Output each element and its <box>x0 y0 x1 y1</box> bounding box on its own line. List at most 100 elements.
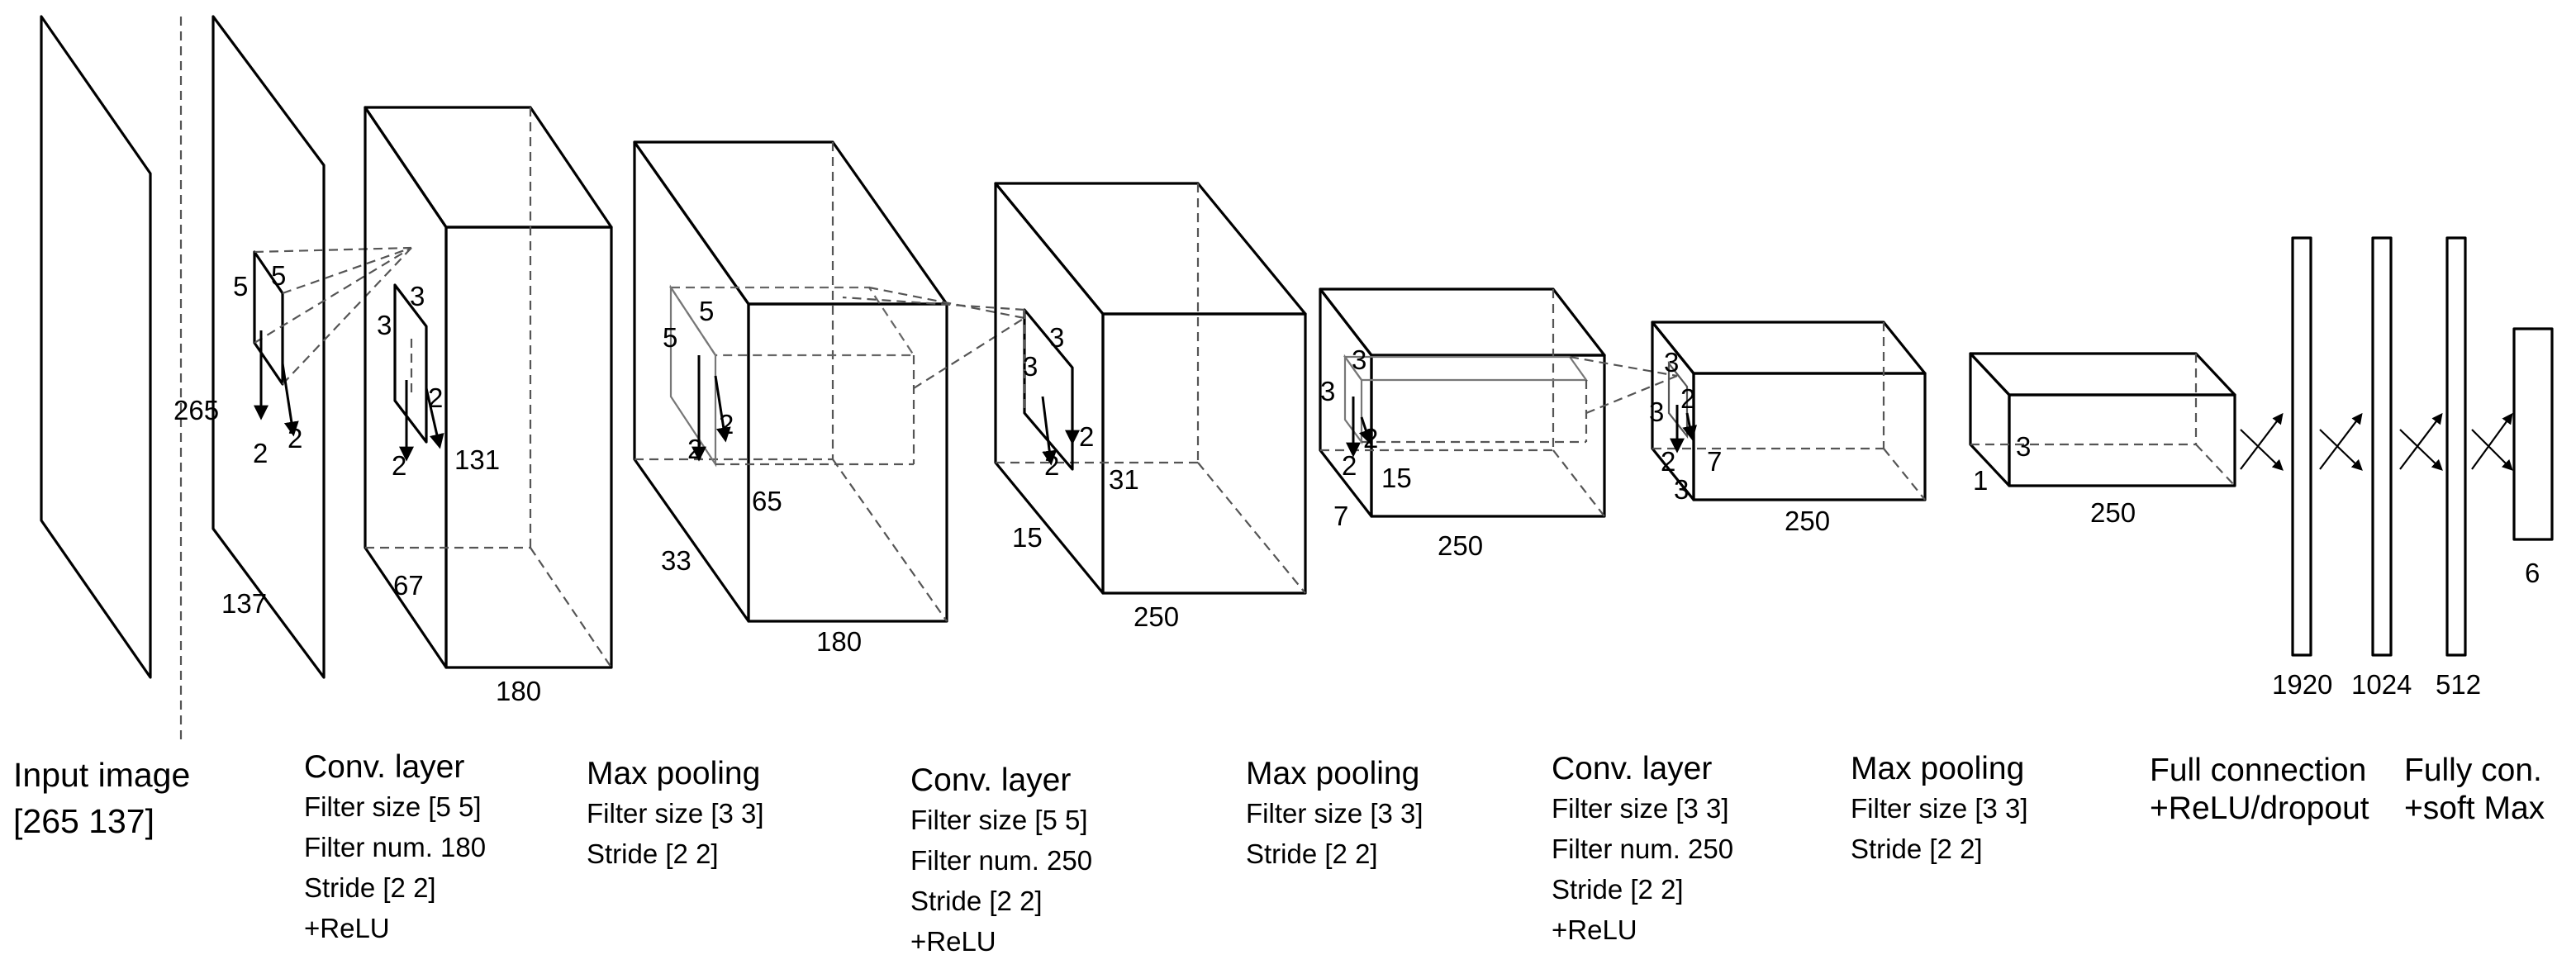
caption-conv1: Conv. layer Filter size [5 5] Filter num… <box>304 748 486 948</box>
conv1-input-plane: 5 5 2 2 265 137 <box>173 15 412 679</box>
conv1-out-width: 67 <box>393 570 424 601</box>
pool1-stride-b: 2 <box>687 434 702 464</box>
conv1-out-stride-b: 2 <box>392 450 406 481</box>
pool1-kernel-w: 5 <box>699 296 714 326</box>
conv3-stride-b: 2 <box>1661 446 1675 477</box>
pool3-out-width: 1 <box>1973 465 1988 496</box>
caption-fc1-line-1: +ReLU/dropout <box>2150 791 2369 826</box>
pool1-output-cuboid: 5 5 2 2 65 33 180 <box>633 140 1025 657</box>
caption-pool3-line-1: Filter size [3 3] <box>1851 793 2028 824</box>
caption-pool3: Max pooling Filter size [3 3] Stride [2 … <box>1851 750 2028 869</box>
input-width-label: 137 <box>221 588 267 619</box>
fc-size-6: 6 <box>2525 558 2540 588</box>
caption-conv3: Conv. layer Filter size [3 3] Filter num… <box>1552 750 1733 950</box>
pool2-out-height: 15 <box>1381 463 1412 493</box>
pool2-output-cuboid: 3 3 2 2 15 7 250 <box>1319 287 1678 561</box>
caption-conv1-line-4: +ReLU <box>304 913 390 943</box>
conv2-out-width: 15 <box>1012 522 1043 553</box>
pool2-stride-a: 2 <box>1363 423 1378 454</box>
conv1-out-depth: 180 <box>496 676 541 706</box>
caption-conv3-line-3: Stride [2 2] <box>1552 874 1684 905</box>
caption-conv2: Conv. layer Filter size [5 5] Filter num… <box>910 762 1092 962</box>
conv2-kernel-w: 3 <box>1049 322 1064 353</box>
conv2-kernel-h: 3 <box>1023 351 1038 382</box>
conv2-stride-b: 2 <box>1044 450 1059 481</box>
conv2-out-height: 31 <box>1109 464 1139 495</box>
conv1-kernel-w: 5 <box>271 260 286 291</box>
caption-conv3-title: Conv. layer <box>1552 751 1713 786</box>
input-height-label: 265 <box>173 395 219 425</box>
caption-pool2-title: Max pooling <box>1246 756 1420 791</box>
fc-size-1024: 1024 <box>2351 669 2412 700</box>
caption-pool1-title: Max pooling <box>587 756 761 791</box>
fully-connected-layers: 1920 1024 512 6 <box>2240 236 2554 700</box>
caption-conv1-title: Conv. layer <box>304 749 465 785</box>
caption-fc2-line-1: +soft Max <box>2404 791 2545 826</box>
conv1-out-height: 131 <box>454 444 500 475</box>
caption-conv2-line-4: +ReLU <box>910 926 996 957</box>
caption-input: Input image [265 137] <box>13 752 190 844</box>
pool2-kernel-w: 3 <box>1352 344 1366 375</box>
pool1-out-height: 65 <box>752 486 782 516</box>
conv1-stride-a: 2 <box>253 438 268 468</box>
fc-layer-1024 <box>2371 236 2393 657</box>
caption-fc1: Full connection +ReLU/dropout <box>2150 752 2369 828</box>
caption-fc2-title: Fully con. <box>2404 753 2542 788</box>
caption-conv2-title: Conv. layer <box>910 762 1072 798</box>
fc-layer-1920 <box>2291 236 2312 657</box>
fc-output-6 <box>2512 327 2554 541</box>
conv1-kernel-h: 5 <box>233 271 248 302</box>
caption-conv2-line-3: Stride [2 2] <box>910 886 1043 916</box>
fc-size-512: 512 <box>2436 669 2481 700</box>
conv3-kernel-a: 3 <box>1664 347 1679 378</box>
caption-fc1-title: Full connection <box>2150 753 2367 788</box>
pool2-out-depth: 250 <box>1438 530 1483 561</box>
conv2-stride-a: 2 <box>1079 421 1094 452</box>
conv1-stride-b: 2 <box>288 423 302 454</box>
caption-pool2-line-2: Stride [2 2] <box>1246 838 1378 869</box>
caption-pool3-line-2: Stride [2 2] <box>1851 834 1983 864</box>
caption-conv2-line-1: Filter size [5 5] <box>910 805 1088 835</box>
pool3-out-height: 3 <box>2016 431 2031 462</box>
caption-pool2-line-1: Filter size [3 3] <box>1246 798 1423 829</box>
caption-conv1-line-3: Stride [2 2] <box>304 872 436 903</box>
caption-pool1-line-1: Filter size [3 3] <box>587 798 764 829</box>
caption-input-title: Input image <box>13 756 191 794</box>
conv1-out-kernel-w: 3 <box>410 281 425 311</box>
caption-input-size: [265 137] <box>13 802 154 840</box>
caption-pool3-title: Max pooling <box>1851 751 2025 786</box>
pool1-out-width: 33 <box>661 545 692 576</box>
conv2-out-depth: 250 <box>1134 601 1179 632</box>
conv1-out-stride-a: 2 <box>428 382 443 413</box>
caption-conv1-line-1: Filter size [5 5] <box>304 791 482 822</box>
conv1-out-kernel-h: 3 <box>377 310 392 340</box>
pool1-kernel-h: 5 <box>663 322 677 353</box>
input-image-plane <box>40 15 152 679</box>
conv3-out-depth: 250 <box>1785 506 1830 536</box>
conv1-output-cuboid: 3 3 2 2 131 67 180 <box>364 106 613 706</box>
conv3-output-cuboid: 3 3 3 2 2 7 250 <box>1649 321 1927 536</box>
conv2-output-cuboid: 3 3 2 2 31 15 250 <box>842 182 1307 632</box>
caption-pool1-line-2: Stride [2 2] <box>587 838 719 869</box>
caption-conv1-line-2: Filter num. 180 <box>304 832 487 862</box>
caption-conv2-line-2: Filter num. 250 <box>910 845 1093 876</box>
conv3-kernel-b: 3 <box>1649 397 1664 427</box>
conv3-out-width: 7 <box>1707 446 1722 477</box>
pool2-out-width: 7 <box>1333 501 1348 531</box>
caption-conv3-line-2: Filter num. 250 <box>1552 834 1734 864</box>
caption-pool1: Max pooling Filter size [3 3] Stride [2 … <box>587 755 764 874</box>
pool3-output-cuboid: 3 1 250 <box>1969 352 2236 528</box>
pool2-stride-b: 2 <box>1342 450 1357 481</box>
pool2-kernel-h: 3 <box>1320 376 1335 406</box>
pool3-out-depth: 250 <box>2090 497 2136 528</box>
fc-layer-512 <box>2445 236 2467 657</box>
fc-size-1920: 1920 <box>2272 669 2332 700</box>
caption-pool2: Max pooling Filter size [3 3] Stride [2 … <box>1246 755 1423 874</box>
conv3-kernel-c: 3 <box>1674 474 1689 505</box>
conv3-stride-a: 2 <box>1680 383 1695 414</box>
caption-fc2: Fully con. +soft Max <box>2404 752 2545 828</box>
pool1-stride-a: 2 <box>719 409 734 439</box>
caption-conv3-line-1: Filter size [3 3] <box>1552 793 1729 824</box>
pool1-out-depth: 180 <box>816 626 862 657</box>
